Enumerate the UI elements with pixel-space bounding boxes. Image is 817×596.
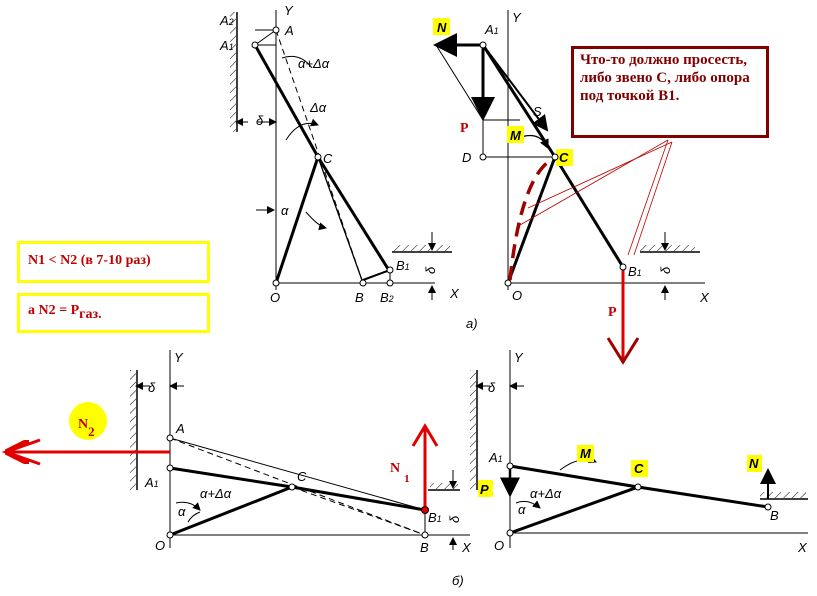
label-a: A [284,23,294,38]
label-delta-b2: δ [447,515,462,523]
label-y-right: Y [512,10,522,25]
label-m-right: M [510,128,522,143]
label-b-br: B [770,508,779,523]
label-alpha-plus: α+Δα [298,56,330,71]
note-box: Что-то должно просесть, либо звено С, ли… [571,46,769,138]
label-delta-br: δ [488,380,496,395]
label-o-right: O [512,288,522,303]
label-d-alpha: Δα [309,100,327,115]
label-delta: δ [256,113,264,128]
label-x: X [449,286,460,301]
label-b1-right: B1 [628,264,642,279]
label-x-right: X [699,290,710,305]
label-b2: B2 [380,290,394,305]
figure-a-right: N A1 Y S P M D C O B1 δ X P а) [433,10,710,365]
label-p-force: P [608,305,617,320]
label-delta-b: δ [148,380,156,395]
label-delta-r: δ [423,266,438,274]
label-c-br: C [634,461,644,476]
label-n-br: N [749,456,759,471]
label-a1: A1 [219,38,234,53]
label-y: Y [284,3,294,18]
label-c-right: C [559,150,569,165]
label-o-br: O [494,538,504,553]
label-alpha-br: α [518,502,526,517]
label-n2: N2 [78,417,95,439]
label-b1-b: B1 [428,510,442,525]
label-y-br: Y [514,350,524,365]
condition-box-2: а N2 = Pгаз. [17,293,210,333]
label-alpha-b: α [178,504,186,519]
label-alpha: α [281,203,289,218]
label-p-br: P [480,482,489,497]
label-p-red: P [460,121,469,136]
condition-2-sub: газ. [79,307,102,322]
label-delta-r2: δ [658,266,673,274]
label-b: B [355,290,364,305]
label-s: S [533,104,542,119]
label-d: D [462,150,471,165]
figure-b-left: N2 δ Y A A1 α+Δα α C O B1 B δ X N1 б) [1,350,472,588]
label-c: C [323,151,333,166]
subfigure-b: б) [452,573,464,588]
label-c-b: C [297,469,307,484]
figure-a-left: A2 A1 A Y α+Δα Δα δ C α O B B2 B1 δ X [219,3,460,305]
figure-b-right: δ Y A1 M C N P α+Δα α O B X [470,350,808,555]
label-b1: B1 [396,258,410,273]
label-alpha-plus-b: α+Δα [200,486,232,501]
label-a2: A2 [219,13,234,28]
label-a-b: A [175,421,185,436]
wall-hatch [230,12,236,132]
label-y-b: Y [174,350,184,365]
label-o: O [270,290,280,305]
label-o-b: O [155,538,165,553]
condition-box-1: N1 < N2 (в 7-10 раз) [17,241,210,283]
label-n-right: N [437,20,447,35]
label-a1-right: A1 [484,22,499,37]
label-n1: N1 [390,461,410,485]
label-a1-b: A1 [144,475,159,490]
label-x-b: X [461,540,472,555]
label-m-br: M [580,446,592,461]
label-b-b: B [420,540,429,555]
label-alpha-plus-br: α+Δα [530,486,562,501]
subfigure-a: а) [466,316,478,331]
condition-2-text: а N2 = P [28,303,80,318]
label-a1-br: A1 [488,450,503,465]
label-x-br: X [797,540,808,555]
